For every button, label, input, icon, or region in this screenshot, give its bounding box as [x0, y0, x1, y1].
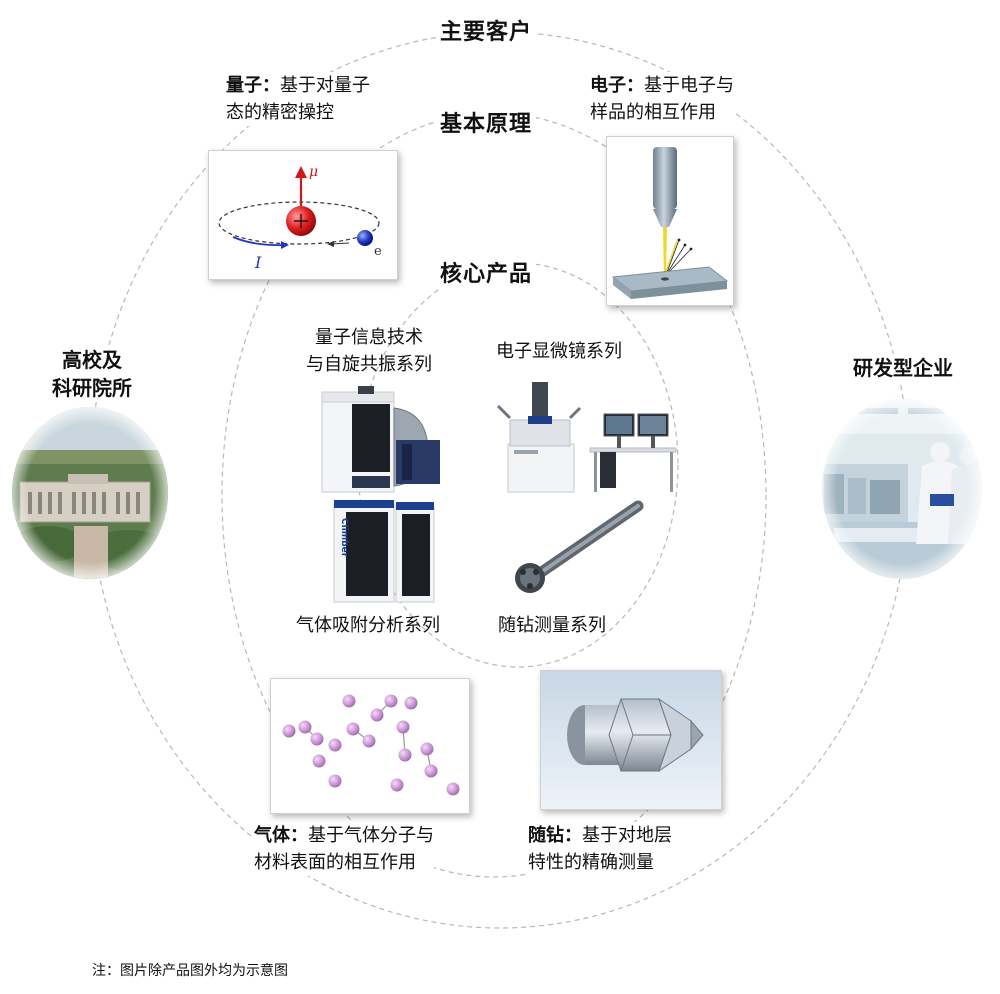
electron-beam-diagram	[606, 136, 734, 306]
principle-drilling-text: 随钻：基于对地层 特性的精确测量	[528, 822, 672, 876]
customer-universities-line2: 科研院所	[52, 376, 132, 400]
principle-gas-line1: 基于气体分子与	[308, 825, 434, 846]
principle-electron-term: 电子：	[590, 75, 644, 96]
magnetic-moment-arrowhead	[295, 166, 307, 178]
principle-quantum-text: 量子：基于对量子 态的精密操控	[226, 72, 370, 126]
product-electron-label: 电子显微镜系列	[496, 341, 622, 362]
current-arrow	[232, 236, 285, 246]
product-quantum-line2: 与自旋共振系列	[306, 354, 432, 375]
heading-principles: 基本原理	[436, 106, 537, 138]
quantum-diagram-svg: μ e I	[218, 164, 382, 272]
gas-molecules-svg	[282, 694, 460, 796]
product-quantum-line1: 量子信息技术	[315, 327, 423, 348]
product-gas-label: 气体吸附分析系列	[296, 615, 440, 636]
principle-electron-text: 电子：基于电子与 样品的相互作用	[590, 72, 734, 126]
footnote: 注：图片除产品图外均为示意图	[92, 963, 288, 979]
electron-beam	[663, 227, 667, 279]
principle-drilling-line2: 特性的精确测量	[528, 852, 654, 873]
principle-quantum-term: 量子：	[226, 75, 280, 96]
customer-enterprises-label: 研发型企业	[838, 354, 968, 382]
principle-quantum-line1: 基于对量子	[280, 75, 370, 96]
electron-label: e	[374, 244, 382, 259]
quantum-instrument-image	[321, 386, 440, 493]
instrument-brand-label: Climber	[339, 518, 349, 558]
heading-core-products: 核心产品	[436, 256, 537, 288]
customer-universities-line1: 高校及	[62, 348, 122, 372]
drill-bit-svg	[541, 671, 721, 809]
principle-electron-line1: 基于电子与	[644, 75, 734, 96]
drilling-tool-image	[515, 500, 644, 593]
principle-gas-text: 气体：基于气体分子与 材料表面的相互作用	[254, 822, 434, 876]
quantum-diagram: μ e I	[208, 150, 398, 280]
university-photo	[12, 407, 168, 579]
principle-quantum-line2: 态的精密操控	[226, 102, 334, 123]
electron-beam-svg	[611, 147, 729, 299]
principle-electron-line2: 样品的相互作用	[590, 102, 716, 123]
gas-molecules-diagram	[270, 678, 470, 814]
product-drilling-label: 随钻测量系列	[498, 615, 606, 636]
current-label: I	[254, 253, 262, 272]
principle-drilling-line1: 基于对地层	[582, 825, 672, 846]
gas-adsorption-image: Climber	[333, 500, 435, 603]
enterprise-lab-photo	[822, 399, 982, 579]
principle-gas-term: 气体：	[254, 825, 308, 846]
electron-orbit	[218, 201, 380, 245]
principle-gas-line2: 材料表面的相互作用	[254, 852, 416, 873]
electron-column	[653, 147, 677, 209]
drill-bit-diagram	[540, 670, 722, 810]
molecules	[282, 694, 460, 796]
principle-drilling-term: 随钻：	[528, 825, 582, 846]
electron-sphere	[357, 230, 373, 246]
product-quantum-label: 量子信息技术 与自旋共振系列	[306, 324, 432, 378]
customer-universities-label: 高校及 科研院所	[44, 346, 140, 402]
electron-microscope-image	[496, 382, 677, 493]
heading-customers: 主要客户	[436, 14, 537, 46]
mu-label: μ	[309, 164, 318, 180]
